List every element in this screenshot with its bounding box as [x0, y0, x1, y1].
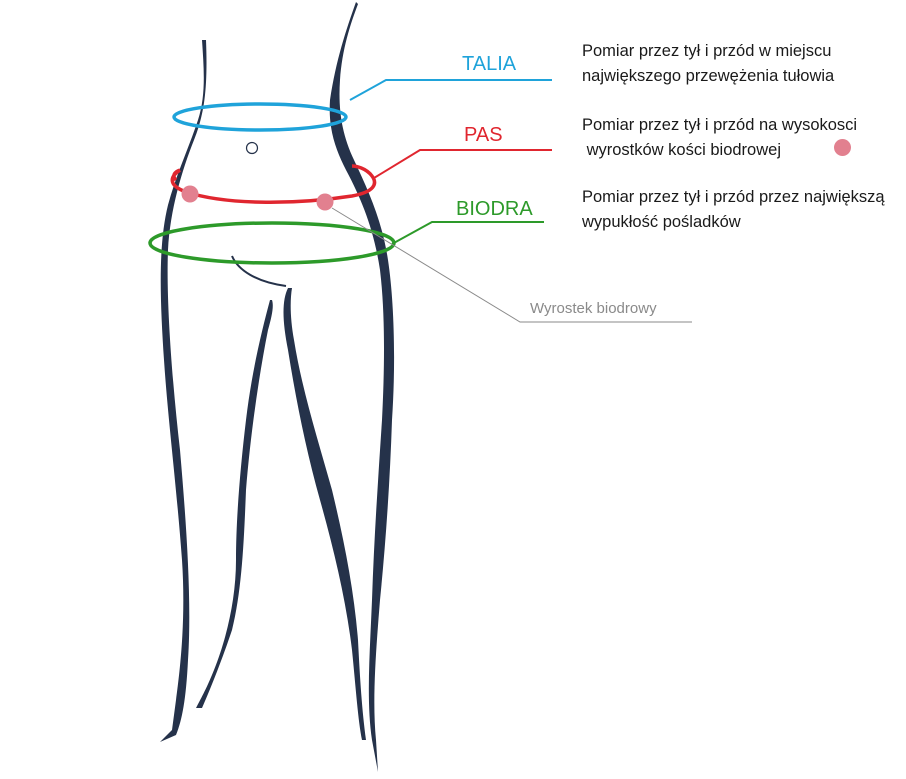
wyrostek-pointer-line — [331, 207, 692, 323]
wyrostek-label: Wyrostek biodrowy — [530, 300, 657, 317]
left-body-outline — [160, 40, 207, 742]
pas-pointer-line — [373, 149, 552, 179]
talia-description-line-1: Pomiar przez tył i przód w miejscu — [582, 42, 832, 60]
biodra-ring — [148, 221, 396, 265]
talia-description: Pomiar przez tył i przód w miejscu najwi… — [582, 39, 834, 89]
pas-description-line-1: Pomiar przez tył i przód na wysokosci — [582, 116, 858, 134]
pas-description-line-2: wyrostków kości biodrowej — [582, 141, 781, 159]
pas-description: Pomiar przez tył i przód na wysokosci wy… — [582, 113, 857, 163]
pas-legend-pink-dot-icon — [834, 139, 851, 156]
navel-circle-outline-icon — [245, 141, 259, 155]
inner-left-leg-outline — [196, 300, 273, 708]
left-hip-pink-dot-icon — [181, 185, 199, 203]
biodra-description-line-1: Pomiar przez tył i przód przez największ… — [582, 188, 885, 206]
biodra-description: Pomiar przez tył i przód przez największ… — [582, 185, 885, 235]
right-hip-pink-dot-icon — [316, 193, 334, 211]
talia-label: TALIA — [462, 53, 517, 75]
biodra-description-line-2: wypukłość pośladków — [582, 213, 741, 231]
right-body-outline — [329, 2, 395, 772]
talia-description-line-2: największego przewężenia tułowia — [582, 67, 835, 85]
biodra-label: BIODRA — [456, 198, 533, 220]
talia-ring — [172, 102, 348, 132]
biodra-pointer-line — [391, 221, 544, 245]
pas-ring — [170, 164, 377, 205]
pas-label: PAS — [464, 124, 503, 146]
talia-pointer-line — [349, 79, 552, 101]
crotch-line — [231, 255, 287, 287]
inner-right-leg-outline — [283, 288, 366, 740]
